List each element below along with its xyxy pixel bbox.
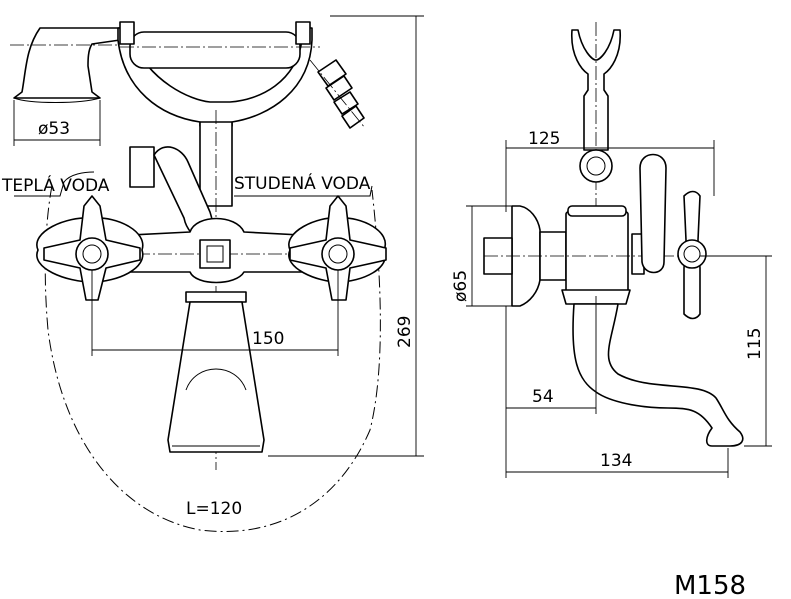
svg-text:ø65: ø65 [451,270,471,302]
dim-wall-offset: 54 [505,296,597,478]
svg-text:ø53: ø53 [38,119,70,139]
side-diverter-knob [579,149,613,183]
svg-text:115: 115 [745,328,765,360]
side-view: 125 ø65 54 134 115 [451,22,772,478]
cold-water-label: STUDENÁ VODA [234,172,371,194]
dim-spout-reach: 134 [506,448,729,478]
svg-text:150: 150 [252,329,284,349]
center-nut [199,239,231,269]
spout-front [167,301,265,453]
side-body [565,207,629,302]
dim-total-height: 269 [268,15,424,457]
side-spout [572,303,744,447]
dim-spout-height: 115 [700,255,772,447]
hose-connector [309,59,366,129]
svg-text:269: 269 [395,316,415,348]
shower-head [13,27,121,99]
spout-collar [185,291,247,303]
diverter-body [129,146,155,188]
hot-water-label: TEPLÁ VODA [1,174,110,196]
hose-arc [44,185,381,532]
svg-text:125: 125 [528,129,560,149]
model-number: M158 [674,571,746,599]
left-cross-handle [36,195,144,301]
dim-shower-diameter: ø53 [13,100,101,146]
dim-center-distance: 150 [91,270,339,356]
right-cross-handle [288,195,387,301]
shower-cradle [117,27,313,127]
dim-width-top: 125 [505,129,715,212]
svg-text:54: 54 [532,387,554,407]
side-cross-handle [677,190,707,320]
svg-text:134: 134 [600,451,632,471]
hose-length-label: L=120 [186,499,242,519]
side-lever [639,153,667,274]
front-view: TEPLÁ VODA STUDENÁ VODA ø53 150 269 L=12… [1,15,424,532]
